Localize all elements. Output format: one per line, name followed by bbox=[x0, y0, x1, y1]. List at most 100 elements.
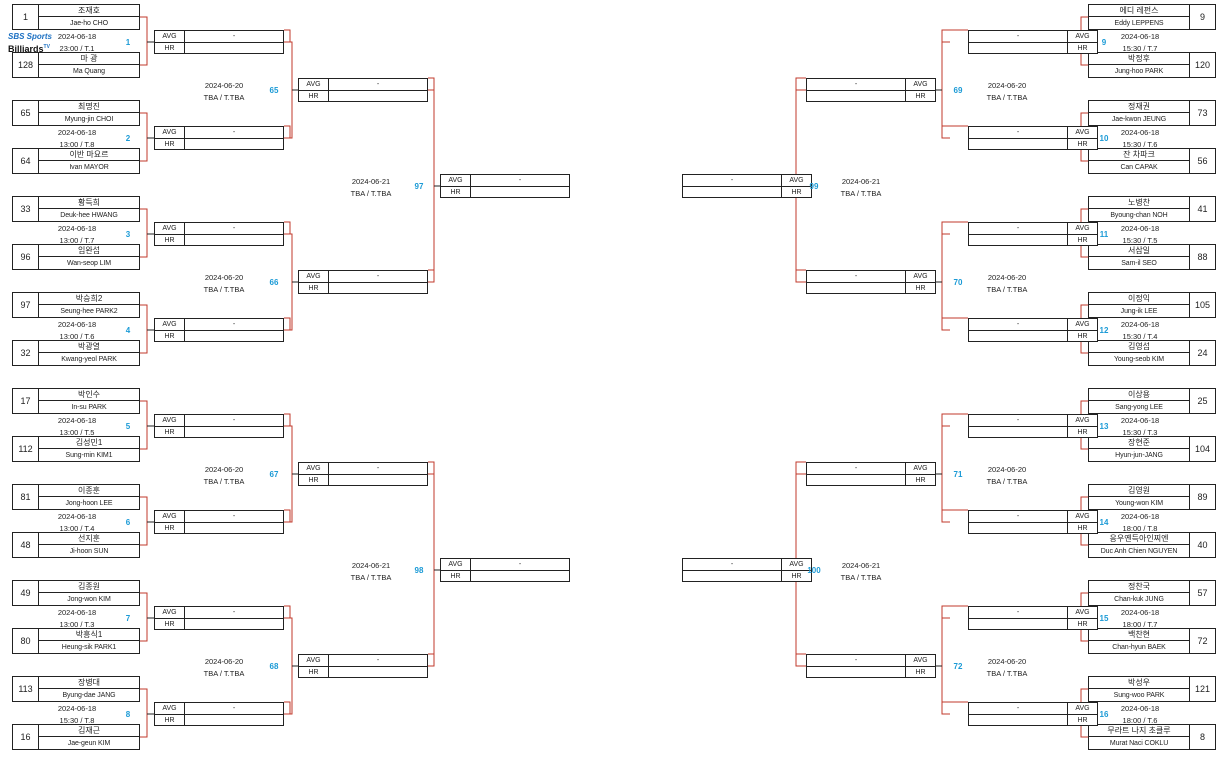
match-number[interactable]: 6 bbox=[125, 518, 131, 527]
match-number[interactable]: 97 bbox=[414, 182, 424, 191]
match-number[interactable]: 72 bbox=[953, 662, 963, 671]
score-value-hr bbox=[969, 523, 1067, 533]
match-date: 2024-06-20 bbox=[987, 81, 1027, 90]
match-number[interactable]: 71 bbox=[953, 470, 963, 479]
player-seed: 64 bbox=[13, 149, 39, 173]
player-name-korean: 노병찬 bbox=[1089, 197, 1189, 209]
match-date: 2024-06-18 bbox=[57, 704, 97, 713]
match-number[interactable]: 67 bbox=[269, 470, 279, 479]
score-value-hr bbox=[969, 331, 1067, 341]
player-name-english: Deuk-hee HWANG bbox=[60, 211, 118, 219]
match-number[interactable]: 1 bbox=[125, 38, 131, 47]
match-number[interactable]: 65 bbox=[269, 86, 279, 95]
match-date: 2024-06-20 bbox=[204, 273, 244, 282]
match-number[interactable]: 100 bbox=[807, 566, 821, 575]
bracket-line bbox=[140, 592, 148, 642]
match-time-table: TBA / T.TBA bbox=[986, 93, 1028, 102]
score-label-avg: AVG bbox=[155, 607, 185, 618]
match-number[interactable]: 69 bbox=[953, 86, 963, 95]
match-number[interactable]: 5 bbox=[125, 422, 131, 431]
player-seed: 33 bbox=[13, 197, 39, 221]
match-number[interactable]: 98 bbox=[414, 566, 424, 575]
match-number[interactable]: 11 bbox=[1099, 230, 1109, 239]
match-number[interactable]: 14 bbox=[1099, 518, 1109, 527]
match-number[interactable]: 2 bbox=[125, 134, 131, 143]
score-label-avg: AVG bbox=[155, 127, 185, 138]
score-value-avg: - bbox=[232, 705, 236, 712]
score-row-avg: -AVG bbox=[807, 79, 935, 90]
match-number[interactable]: 15 bbox=[1099, 614, 1109, 623]
player-name-korean: 김재근 bbox=[39, 725, 139, 737]
score-row-hr: HR bbox=[969, 618, 1097, 629]
score-row-hr: HR bbox=[969, 42, 1097, 53]
score-row-hr: HR bbox=[155, 42, 283, 53]
score-label-hr: HR bbox=[1067, 235, 1097, 245]
match-number[interactable]: 68 bbox=[269, 662, 279, 671]
match-time-table: TBA / T.TBA bbox=[986, 285, 1028, 294]
match-number[interactable]: 10 bbox=[1099, 134, 1109, 143]
match-time-table: 15:30 / T.8 bbox=[59, 716, 95, 725]
match-time-table: 18:00 / T.8 bbox=[1122, 524, 1158, 533]
score-label-hr: HR bbox=[155, 139, 185, 149]
match-number[interactable]: 8 bbox=[125, 710, 131, 719]
bracket-line bbox=[140, 112, 148, 162]
score-label-hr: HR bbox=[1067, 331, 1097, 341]
match-number[interactable]: 4 bbox=[125, 326, 131, 335]
match-date: 2024-06-18 bbox=[57, 320, 97, 329]
score-row-hr: HR bbox=[155, 714, 283, 725]
player-seed: 89 bbox=[1189, 485, 1215, 509]
match-number[interactable]: 3 bbox=[125, 230, 131, 239]
score-row-avg: AVG- bbox=[441, 559, 569, 570]
match-number[interactable]: 9 bbox=[1101, 38, 1107, 47]
match-time-table: 15:30 / T.5 bbox=[1122, 236, 1158, 245]
score-value-avg: - bbox=[376, 273, 380, 280]
match-number[interactable]: 99 bbox=[809, 182, 819, 191]
match-number[interactable]: 7 bbox=[125, 614, 131, 623]
match-number[interactable]: 70 bbox=[953, 278, 963, 287]
match-number[interactable]: 13 bbox=[1099, 422, 1109, 431]
match-number[interactable]: 66 bbox=[269, 278, 279, 287]
match-number[interactable]: 12 bbox=[1099, 326, 1109, 335]
match-time-table: 13:00 / T.5 bbox=[59, 428, 95, 437]
score-value-hr bbox=[683, 187, 781, 197]
match-number[interactable]: 16 bbox=[1099, 710, 1109, 719]
score-label-avg: AVG bbox=[1067, 511, 1097, 522]
